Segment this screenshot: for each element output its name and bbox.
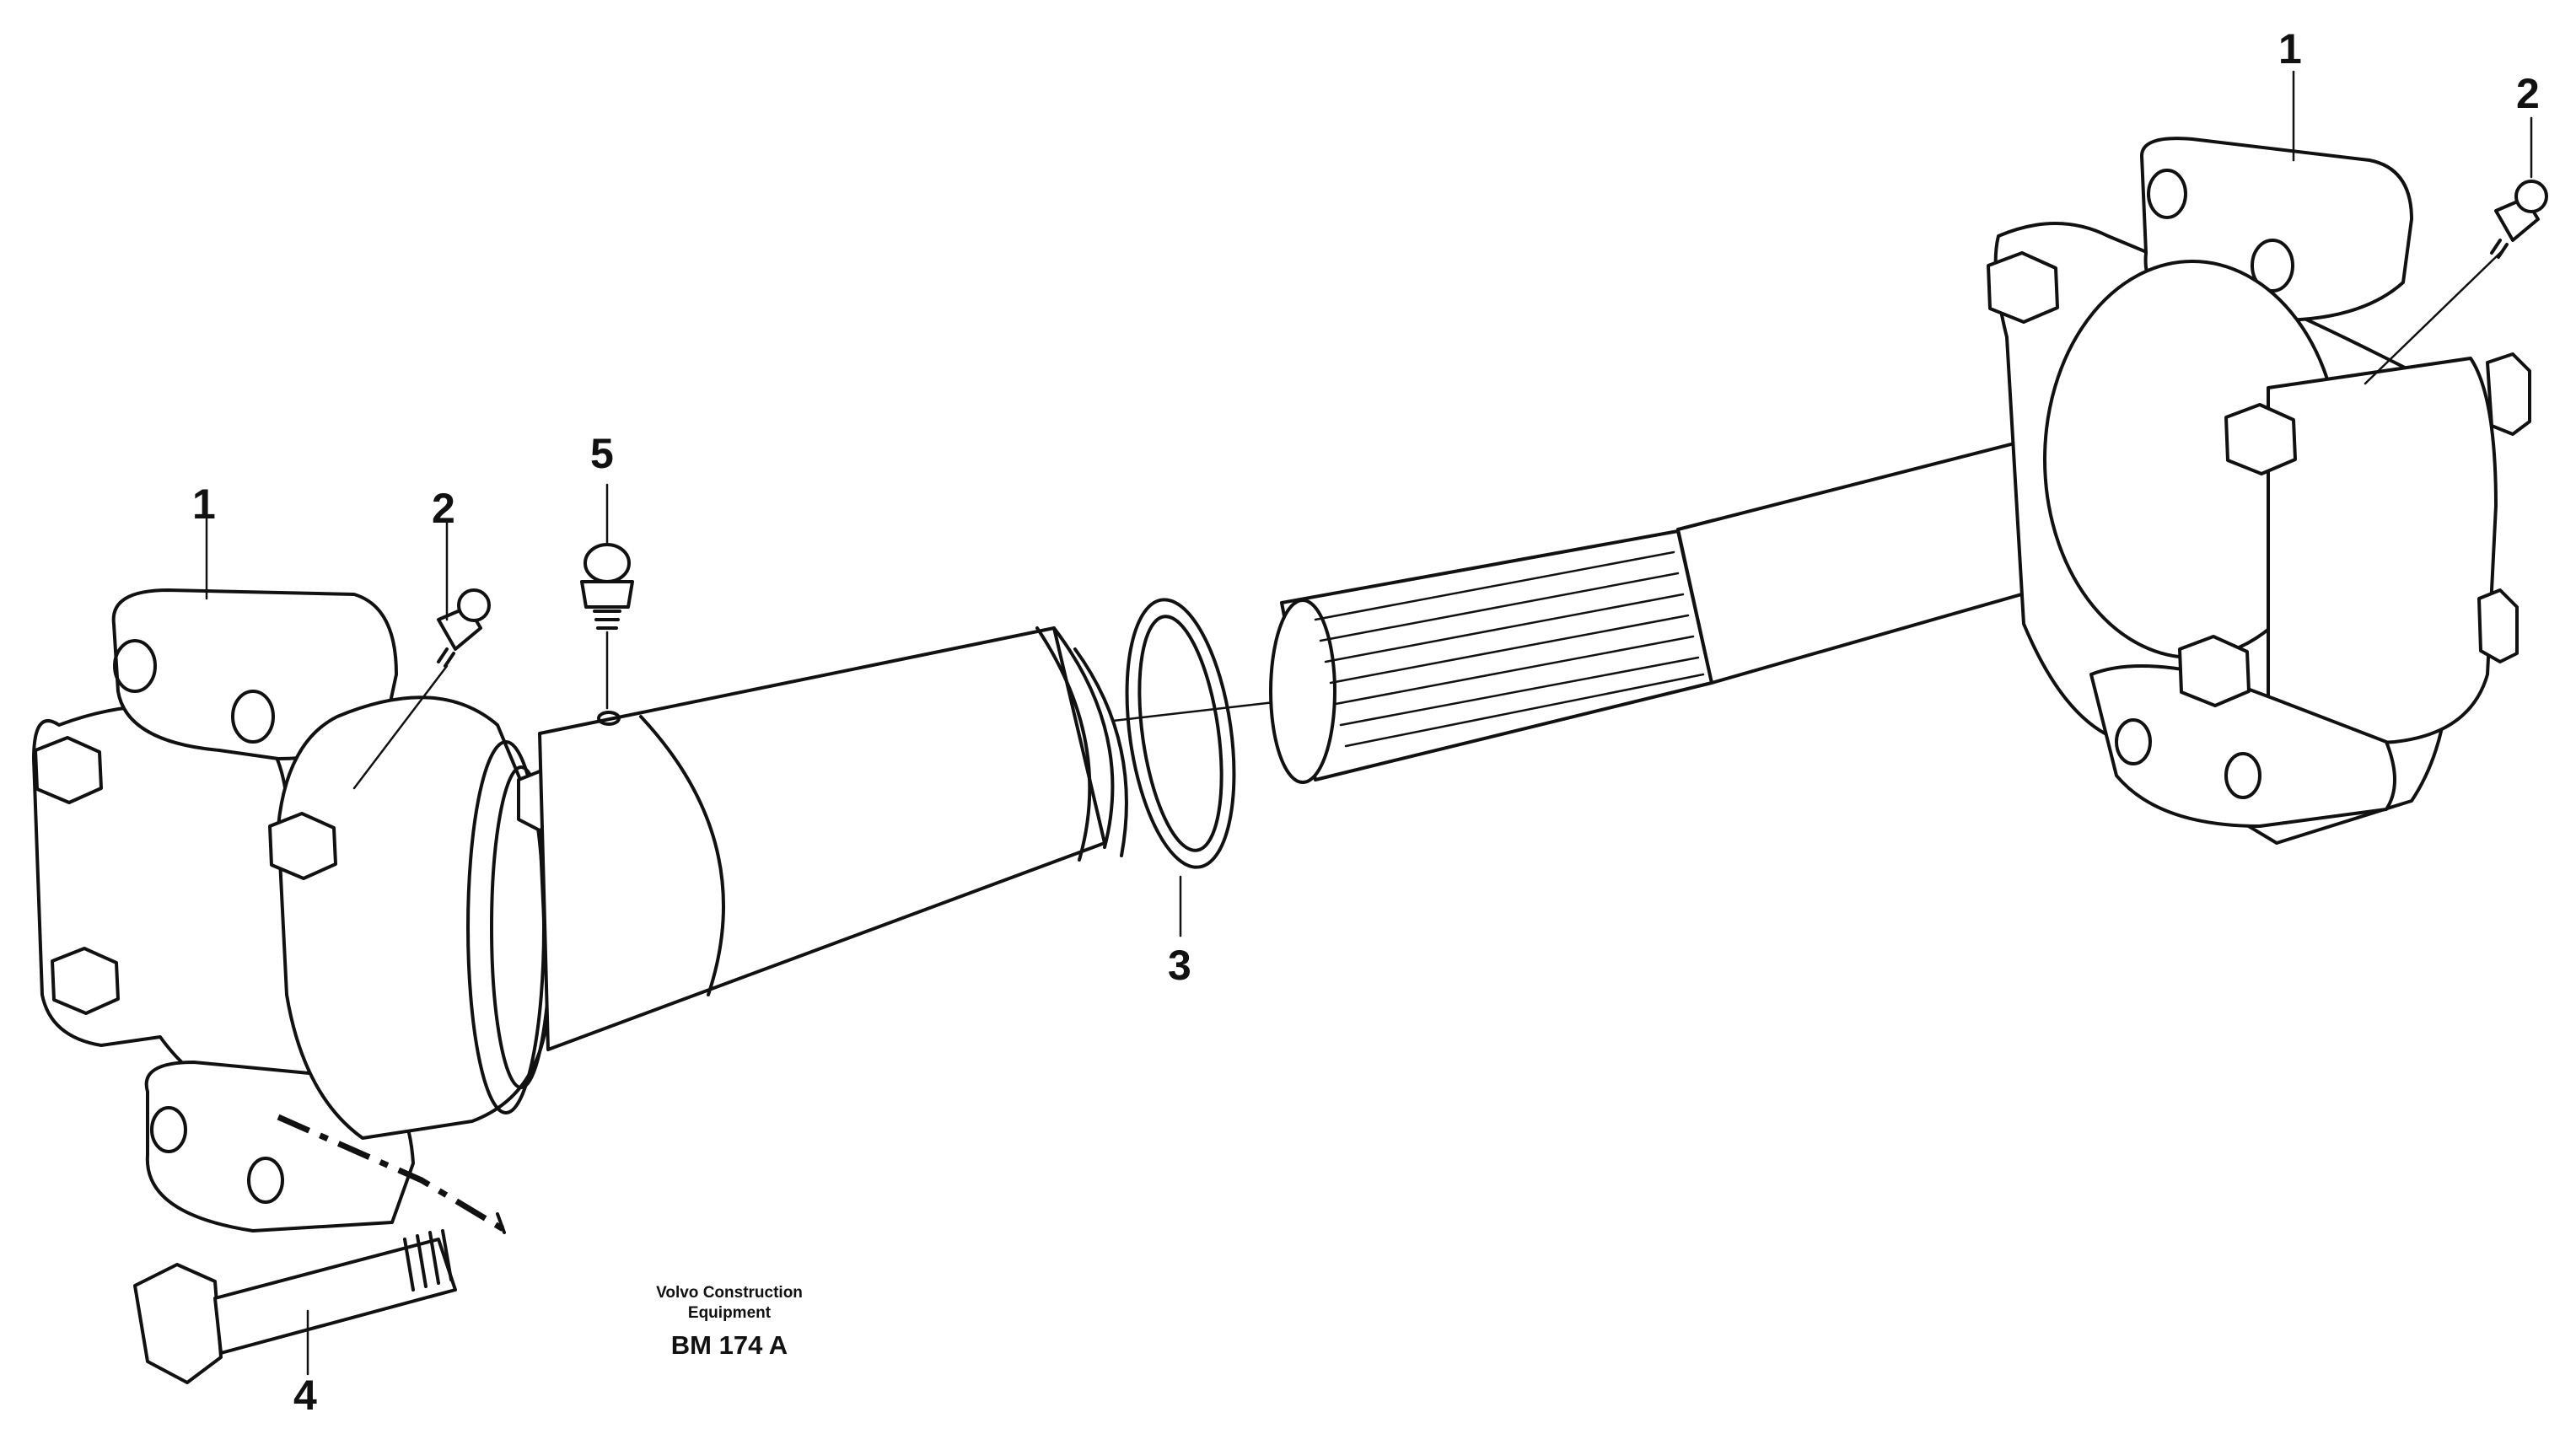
callout-2-left: 2 xyxy=(432,485,455,532)
right-universal-joint xyxy=(1987,137,2531,845)
left-universal-joint xyxy=(32,588,558,1232)
grease-nipple-right xyxy=(2490,180,2548,259)
center-axis-line xyxy=(1111,700,1283,722)
assembly-centerline xyxy=(277,1114,508,1234)
bolt-4 xyxy=(133,1229,457,1384)
callout-1-left: 1 xyxy=(192,481,216,528)
caption-drawing-code: BM 174 A xyxy=(670,1330,788,1360)
callout-1-right: 1 xyxy=(2278,25,2302,72)
sealing-ring xyxy=(1125,598,1236,869)
grease-nipple-5 xyxy=(580,543,634,710)
caption-company-line2: Equipment xyxy=(687,1304,772,1322)
splined-shaft xyxy=(1269,435,2068,784)
callout-4: 4 xyxy=(293,1372,317,1419)
callout-5: 5 xyxy=(590,430,614,477)
right-flange-bolts xyxy=(1987,251,2531,707)
leader-lines xyxy=(205,70,2533,1376)
caption-company-line1: Volvo Construction xyxy=(656,1284,803,1302)
caption-block: Volvo Construction Equipment BM 174 A xyxy=(590,1283,869,1361)
grease-nipple-left xyxy=(437,588,491,668)
shaft-tube xyxy=(538,626,1128,1051)
callout-2-right: 2 xyxy=(2516,70,2540,117)
callout-3: 3 xyxy=(1168,942,1191,989)
